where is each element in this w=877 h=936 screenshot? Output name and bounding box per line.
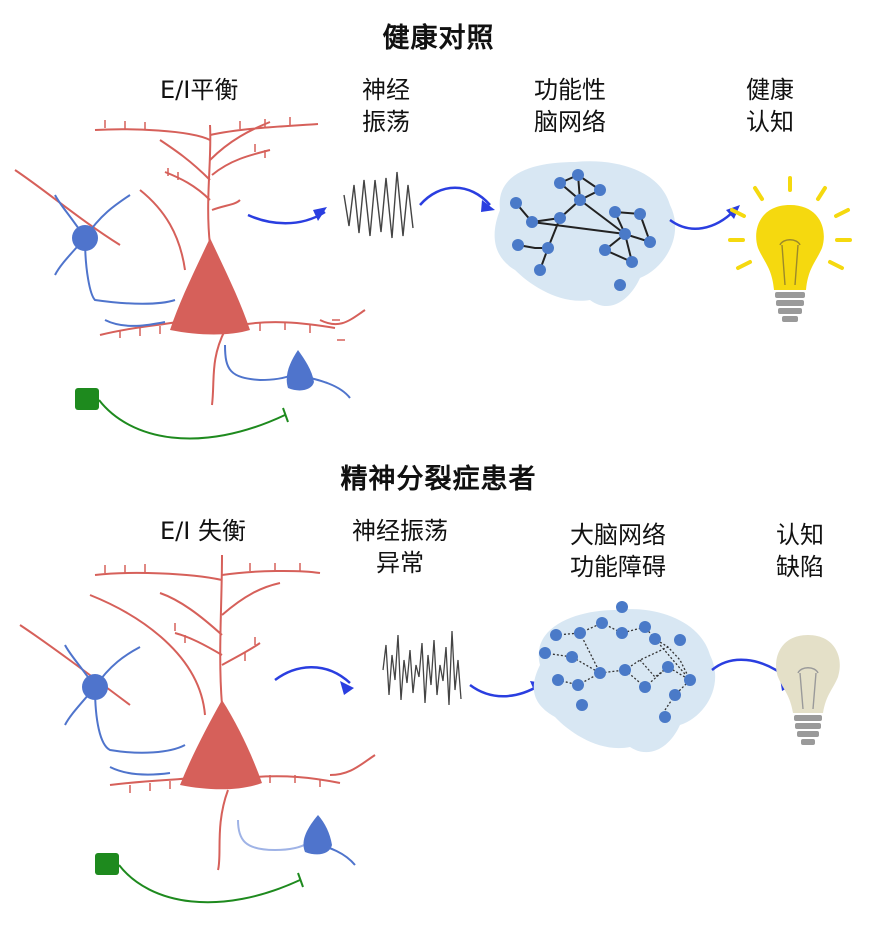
oscillation-label-line2: 异常 — [376, 549, 424, 577]
outcome-label-line2: 缺陷 — [776, 553, 824, 581]
pyramidal-soma — [170, 238, 250, 335]
arrow-2 — [469, 683, 541, 698]
network-label-line1: 大脑网络 — [570, 521, 666, 549]
network-label: 大脑网络 功能障碍 — [570, 519, 666, 583]
oscillation-wave-icon — [382, 630, 462, 706]
healthy-control-panel: 健康对照 E/I平衡 神经 振荡 功能性 脑网络 健康 认知 — [14, 23, 852, 440]
schizophrenia-diagram — [19, 554, 840, 904]
interneuron-soma — [72, 225, 98, 251]
interneuron-soma — [82, 674, 108, 700]
network-label-line2: 脑网络 — [534, 108, 606, 136]
arrow-3 — [669, 209, 736, 230]
ei-balance-label: E/I平衡 — [160, 76, 239, 104]
inhibitory-input-icon — [95, 853, 119, 875]
arrow-1 — [274, 666, 351, 684]
arrow-1 — [247, 210, 326, 225]
oscillation-label-line1: 神经振荡 — [352, 517, 448, 545]
network-label: 功能性 脑网络 — [534, 74, 606, 138]
outcome-label-line2: 认知 — [746, 108, 794, 136]
interneuron-soma-2 — [303, 815, 332, 855]
interneuron-soma-2 — [286, 350, 314, 391]
oscillation-label-line1: 神经 — [362, 76, 410, 104]
network-label-line1: 功能性 — [534, 76, 606, 104]
brain-network-icon — [494, 161, 676, 307]
oscillation-label: 神经 振荡 — [362, 74, 410, 138]
oscillation-wave-icon — [343, 171, 414, 239]
arrow-2-head — [481, 200, 495, 212]
section-title: 健康对照 — [382, 23, 495, 54]
oscillation-label-line2: 振荡 — [362, 108, 410, 136]
oscillation-label: 神经振荡 异常 — [352, 515, 448, 579]
outcome-label-line1: 认知 — [776, 521, 824, 549]
inhibitory-projection — [118, 864, 301, 904]
outcome-label: 认知 缺陷 — [776, 519, 824, 583]
interneuron-icon — [64, 644, 356, 866]
outcome-label-line1: 健康 — [746, 76, 794, 104]
ei-imbalance-label: E/I 失衡 — [160, 517, 246, 545]
pyramidal-neuron-icon — [14, 117, 366, 406]
arrow-1-head — [340, 681, 354, 695]
pyramidal-soma — [180, 700, 262, 790]
section-title: 精神分裂症患者 — [340, 464, 537, 495]
network-label-line2: 功能障碍 — [570, 553, 666, 581]
light-bulb-on-icon — [728, 176, 852, 322]
outcome-label: 健康 认知 — [746, 74, 794, 138]
inhibitory-input-icon — [75, 388, 99, 410]
network-nodes — [510, 169, 656, 291]
arrow-2 — [419, 186, 491, 206]
schizophrenia-panel: 精神分裂症患者 E/I 失衡 神经振荡 异常 大脑网络 功能障碍 认知 缺陷 — [0, 455, 877, 923]
network-nodes — [539, 601, 696, 723]
inhibitory-projection — [98, 399, 286, 440]
pyramidal-neuron-icon — [19, 554, 376, 871]
light-bulb-off-icon — [776, 635, 840, 745]
healthy-diagram — [14, 117, 852, 440]
arrow-1-head — [313, 207, 327, 221]
inhibitory-terminal — [297, 872, 304, 888]
inhibitory-terminal — [282, 407, 289, 423]
